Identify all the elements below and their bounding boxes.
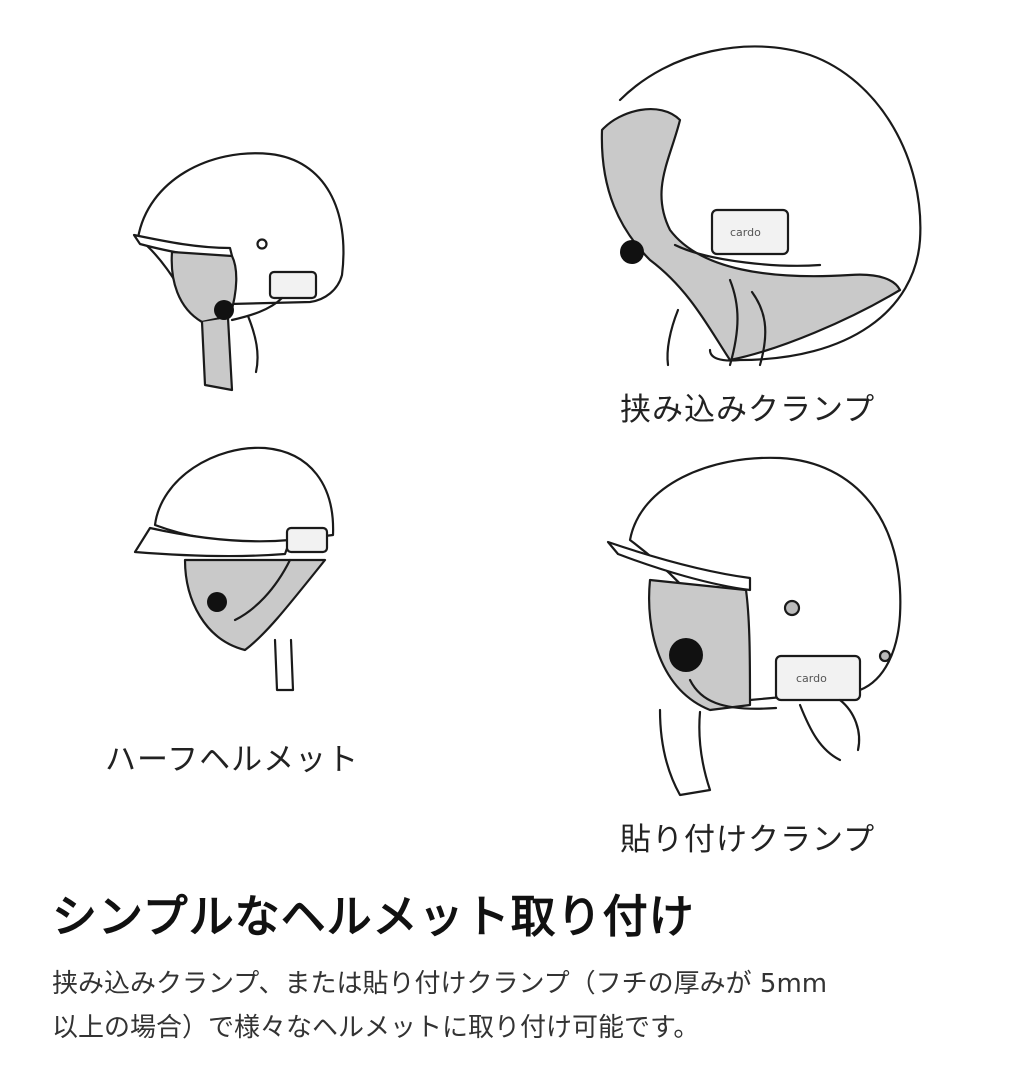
- adhesive-clamp-illustration: cardo: [606, 456, 902, 797]
- page-heading: シンプルなヘルメット取り付け: [52, 890, 695, 943]
- half-helmet-illustration: [133, 446, 335, 692]
- clip-clamp-illustration: cardo: [600, 45, 922, 367]
- description-line-2: 以上の場合）で様々なヘルメットに取り付け可能です。: [52, 1013, 700, 1043]
- description-line-1: 挟み込みクランプ、または貼り付けクランプ（フチの厚みが 5mm: [52, 969, 828, 999]
- description-text: 挟み込みクランプ、または貼り付けクランプ（フチの厚みが 5mm 以上の場合）で様…: [52, 962, 1002, 1050]
- caption-adhesive-clamp: 貼り付けクランプ: [620, 822, 876, 858]
- device-logo-text: cardo: [796, 672, 827, 685]
- open-face-helmet-illustration: [132, 152, 345, 392]
- caption-half-helmet: ハーフヘルメット: [105, 742, 360, 778]
- caption-clip-clamp: 挟み込みクランプ: [620, 392, 876, 428]
- device-logo-text: cardo: [730, 226, 761, 239]
